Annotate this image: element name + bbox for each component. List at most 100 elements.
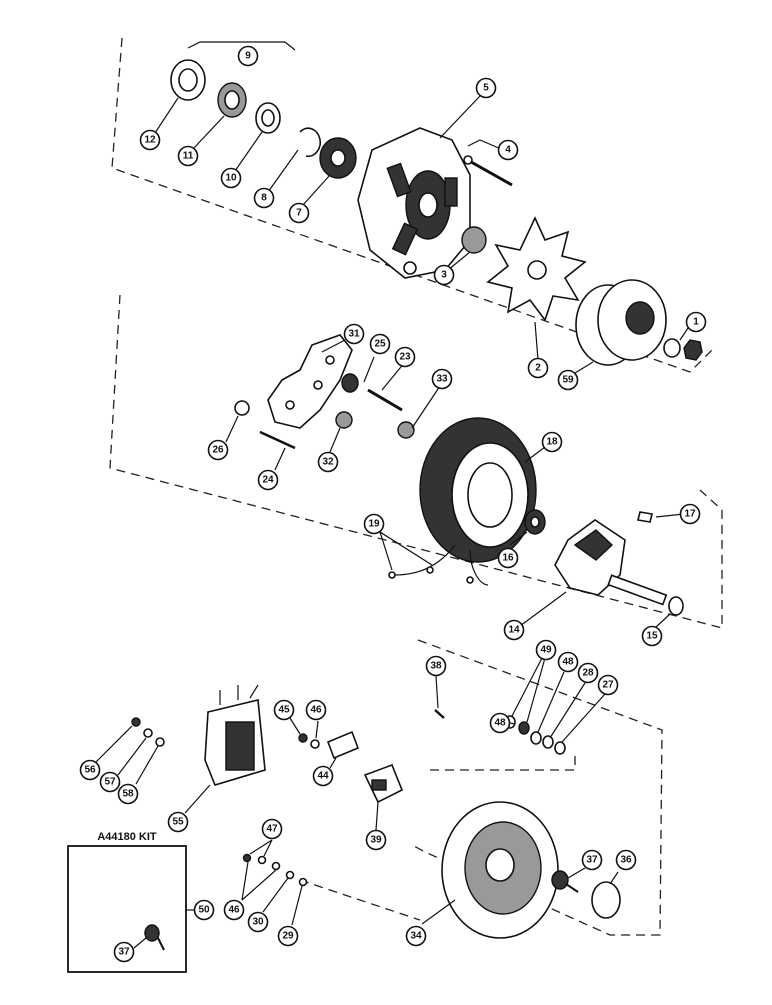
callout-37-kit: 37 (113, 941, 135, 963)
svg-text:39: 39 (370, 835, 382, 846)
callout-26: 26 (207, 439, 229, 461)
callout-23: 23 (394, 346, 416, 368)
svg-text:44: 44 (317, 771, 329, 782)
svg-text:8: 8 (261, 193, 267, 204)
callout-14: 14 (503, 619, 525, 641)
svg-text:16: 16 (502, 553, 514, 564)
snap-ring-part (299, 127, 321, 158)
pulley-part (575, 279, 667, 366)
bushing-part (341, 373, 359, 393)
svg-text:3: 3 (441, 270, 447, 281)
callout-9: 9 (237, 45, 259, 67)
callout-48: 48 (489, 712, 511, 734)
rear-housing-part (441, 801, 559, 939)
callout-33: 33 (431, 368, 453, 390)
callout-39: 39 (365, 829, 387, 851)
svg-text:25: 25 (374, 339, 386, 350)
svg-text:12: 12 (144, 135, 156, 146)
callout-58: 58 (117, 783, 139, 805)
terminal-hardware-part (504, 715, 566, 755)
fan-part (486, 216, 587, 322)
connector-part (363, 763, 404, 804)
svg-text:19: 19 (368, 519, 380, 530)
svg-text:33: 33 (436, 374, 448, 385)
callout-38: 38 (425, 655, 447, 677)
seal-washer-part (170, 59, 206, 101)
callout-27: 27 (597, 674, 619, 696)
callout-57: 57 (99, 771, 121, 793)
callout-18: 18 (541, 431, 563, 453)
svg-text:55: 55 (172, 817, 184, 828)
svg-text:37: 37 (118, 947, 130, 958)
kit-capacitor-part (144, 924, 165, 951)
callout-46: 46 (305, 699, 327, 721)
svg-text:18: 18 (546, 437, 558, 448)
callout-44: 44 (312, 765, 334, 787)
svg-text:15: 15 (646, 631, 658, 642)
callout-17: 17 (679, 503, 701, 525)
svg-text:58: 58 (122, 789, 134, 800)
svg-text:26: 26 (212, 445, 224, 456)
callout-12: 12 (139, 129, 161, 151)
o-ring-part (591, 881, 621, 919)
mounting-bracket-part (267, 334, 353, 429)
svg-text:11: 11 (183, 151, 194, 162)
svg-text:59: 59 (562, 375, 574, 386)
callout-46: 46 (223, 899, 245, 921)
grommet-part (335, 411, 353, 429)
callout-47: 47 (261, 818, 283, 840)
callout-8: 8 (253, 187, 275, 209)
pulley-nut-part (663, 338, 703, 361)
callout-1: 1 (685, 311, 707, 333)
svg-text:48: 48 (562, 657, 574, 668)
kit-label: A44180 KIT (97, 831, 157, 843)
callout-25: 25 (369, 333, 391, 355)
callout-15: 15 (641, 625, 663, 647)
svg-text:46: 46 (228, 905, 240, 916)
svg-text:46: 46 (310, 705, 322, 716)
grommet-part (397, 421, 415, 439)
svg-text:1: 1 (693, 317, 699, 328)
svg-text:49: 49 (540, 645, 552, 656)
callout-37: 37 (581, 849, 603, 871)
drive-end-frame-part (357, 127, 471, 279)
callout-48: 48 (557, 651, 579, 673)
svg-text:10: 10 (225, 173, 237, 184)
callout-32: 32 (317, 451, 339, 473)
svg-text:27: 27 (602, 680, 614, 691)
callout-56: 56 (79, 759, 101, 781)
svg-text:48: 48 (494, 718, 506, 729)
svg-text:17: 17 (684, 509, 696, 520)
pin-part (259, 430, 296, 450)
svg-text:31: 31 (348, 329, 360, 340)
callout-11: 11 (177, 145, 199, 167)
callout-10: 10 (220, 167, 242, 189)
front-bearing-part (319, 137, 357, 179)
svg-text:34: 34 (410, 931, 422, 942)
washer-part (255, 102, 281, 134)
svg-text:23: 23 (399, 352, 411, 363)
callout-24: 24 (257, 469, 279, 491)
bolt-part (463, 155, 513, 187)
svg-text:57: 57 (104, 777, 116, 788)
callout-16: 16 (497, 547, 519, 569)
capacitor-part (551, 870, 579, 893)
svg-text:28: 28 (582, 668, 594, 679)
spacer-part (234, 400, 250, 416)
stator-lead-wires (388, 544, 489, 586)
callout-19: 19 (363, 513, 385, 535)
group-outline-regulator-hardware (299, 752, 576, 921)
leader-lines (95, 41, 689, 949)
callout-5: 5 (475, 77, 497, 99)
svg-text:38: 38 (430, 661, 442, 672)
spacer-part (461, 226, 487, 254)
callout-29: 29 (277, 925, 299, 947)
svg-text:2: 2 (535, 363, 541, 374)
callout-2: 2 (527, 357, 549, 379)
callout-30: 30 (247, 911, 269, 933)
callout-3: 3 (433, 264, 455, 286)
svg-text:24: 24 (262, 475, 274, 486)
rear-bearing-part (524, 509, 546, 535)
svg-text:29: 29 (282, 931, 294, 942)
svg-text:47: 47 (266, 824, 278, 835)
